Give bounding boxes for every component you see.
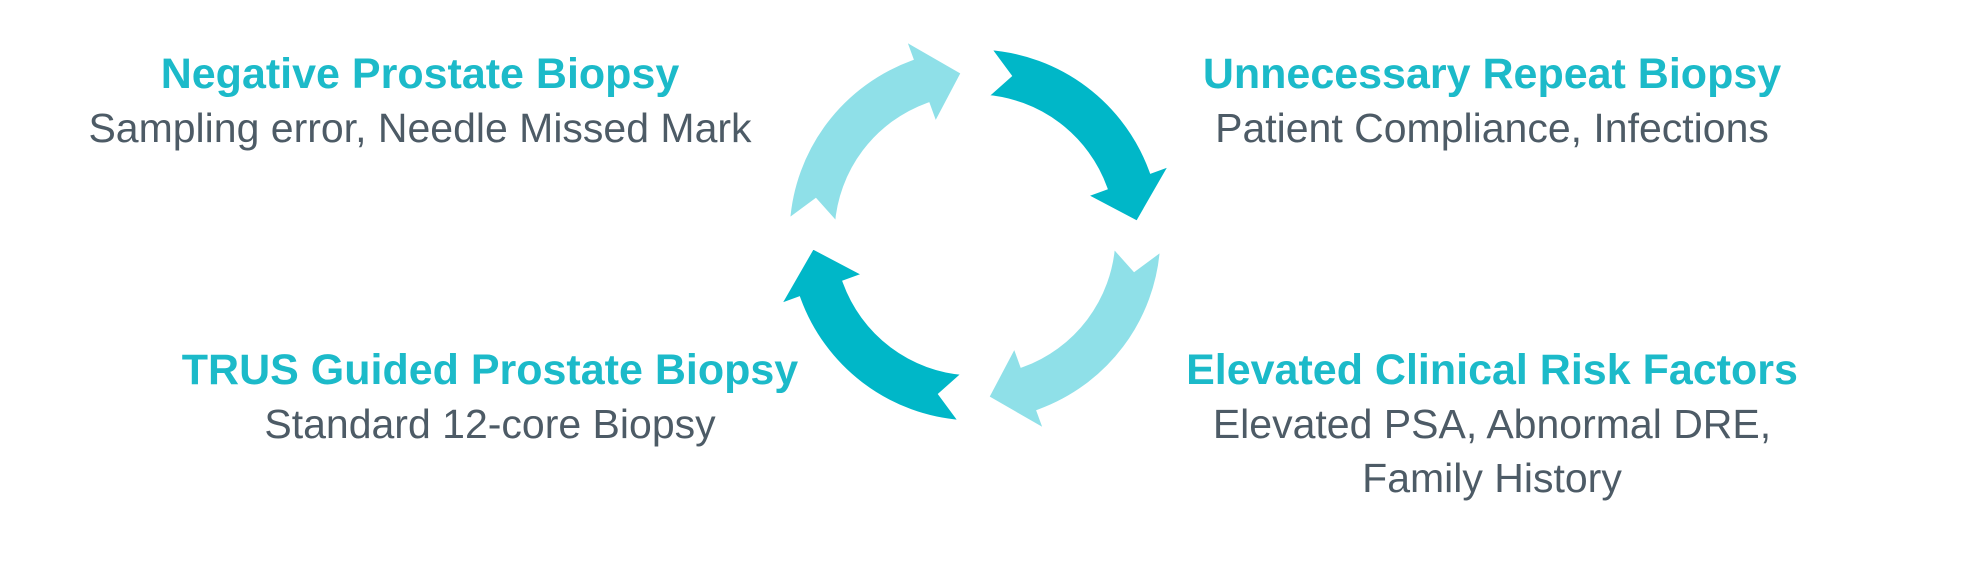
step-description: Family History (1362, 455, 1622, 501)
step-title: Negative Prostate Biopsy (160, 50, 680, 98)
step-description: Sampling error, Needle Missed Mark (88, 105, 752, 151)
cycle-arrow-bottom-left (772, 243, 972, 426)
cycle-arrow-bottom-right (983, 238, 1166, 438)
step-unnecessary-repeat-biopsy: Unnecessary Repeat Biopsy Patient Compli… (1112, 47, 1872, 155)
cycle-arrow-top-right (978, 44, 1178, 227)
step-elevated-clinical-risk-factors: Elevated Clinical Risk Factors Elevated … (1112, 343, 1872, 505)
step-trus-guided-prostate-biopsy: TRUS Guided Prostate Biopsy Standard 12-… (110, 343, 870, 451)
step-description: Patient Compliance, Infections (1215, 105, 1769, 151)
step-negative-prostate-biopsy: Negative Prostate Biopsy Sampling error,… (20, 47, 820, 155)
step-title: TRUS Guided Prostate Biopsy (181, 346, 799, 394)
cycle-arrow-top-left (784, 32, 967, 232)
step-title: Unnecessary Repeat Biopsy (1202, 50, 1782, 98)
step-description: Elevated PSA, Abnormal DRE, (1212, 401, 1772, 447)
step-description: Standard 12-core Biopsy (264, 401, 716, 447)
step-title: Elevated Clinical Risk Factors (1186, 346, 1798, 394)
